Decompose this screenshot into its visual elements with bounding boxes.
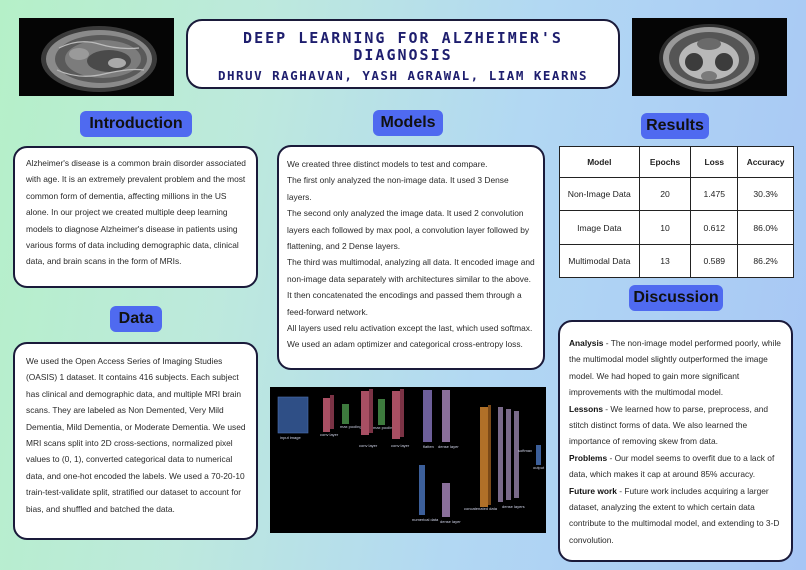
introduction-text: Alzheimer's disease is a common brain di… [26, 158, 246, 267]
table-cell: Image Data [559, 210, 640, 245]
results-col-loss: Loss [690, 145, 739, 179]
table-row: Image Data 10 0.612 86.0% [559, 210, 794, 245]
diagram-label-pool-1: max pooling [340, 424, 362, 429]
poster-title: DEEP LEARNING FOR ALZHEIMER'S DIAGNOSIS [243, 29, 563, 64]
results-table: Model Epochs Loss Accuracy Non-Image Dat… [559, 145, 794, 279]
table-cell: Non-Image Data [559, 177, 640, 212]
diagram-label-concat: concatenated data [464, 506, 498, 511]
table-cell: Multimodal Data [559, 243, 640, 279]
diagram-input-image-block [277, 396, 309, 434]
models-paragraph-4: The third was multimodal, analyzing all … [287, 257, 535, 317]
diagram-label-dense-image: dense layer [438, 444, 459, 449]
table-row: Multimodal Data 13 0.589 86.2% [559, 243, 794, 279]
diagram-label-conv-3: conv layer [391, 443, 410, 448]
discussion-future-work: Future work - Future work includes acqui… [569, 483, 782, 549]
diagram-label-dense-numeric: dense layer [440, 519, 461, 524]
table-cell: 86.0% [737, 210, 794, 245]
table-cell: 0.589 [690, 243, 739, 279]
discussion-text-lessons: - We learned how to parse, preprocess, a… [569, 403, 769, 447]
diagram-output-block [536, 445, 541, 465]
diagram-label-pool-2: max pooling [373, 425, 395, 430]
diagram-conv-block-2 [361, 391, 369, 435]
diagram-label-numerical: numerical data [412, 517, 439, 522]
table-cell: 1.475 [690, 177, 739, 212]
diagram-dense-block-image [442, 390, 450, 442]
diagram-label-flatten: flatten [423, 444, 434, 449]
discussion-label-future-work: Future work [569, 485, 617, 496]
discussion-text-future-work: - Future work includes acquiring a large… [569, 485, 780, 545]
table-cell: 0.612 [690, 210, 739, 245]
mri-scan-left [19, 18, 174, 96]
discussion-lessons: Lessons - We learned how to parse, prepr… [569, 401, 782, 450]
diagram-label-dense-layers: dense layers [502, 504, 525, 509]
results-heading: Results [641, 113, 709, 139]
data-box: We used the Open Access Series of Imagin… [13, 342, 258, 540]
diagram-flatten-block [423, 390, 432, 442]
title-banner: DEEP LEARNING FOR ALZHEIMER'S DIAGNOSIS … [186, 19, 620, 89]
table-row: Non-Image Data 20 1.475 30.3% [559, 177, 794, 212]
discussion-label-lessons: Lessons [569, 403, 603, 414]
discussion-heading: Discussion [629, 285, 723, 311]
diagram-dense-block-numeric [442, 483, 450, 517]
data-text: We used the Open Access Series of Imagin… [26, 356, 246, 514]
table-cell: 30.3% [737, 177, 794, 212]
diagram-conv-block-1 [323, 398, 330, 432]
poster-authors: DHRUV RAGHAVAN, YASH AGRAWAL, LIAM KEARN… [217, 68, 589, 83]
table-cell: 13 [638, 243, 692, 279]
introduction-box: Alzheimer's disease is a common brain di… [13, 146, 258, 288]
diagram-label-input-image: input image [280, 435, 301, 440]
results-col-epochs: Epochs [638, 145, 692, 179]
mri-brain-image-left [19, 18, 174, 96]
diagram-conv-block-3 [392, 391, 400, 439]
mri-scan-right [632, 18, 787, 96]
diagram-numerical-block [419, 465, 425, 515]
diagram-dense-layers-block-2 [506, 409, 511, 500]
models-box: We created three distinct models to test… [277, 145, 545, 370]
diagram-dense-layers-block-1 [498, 407, 503, 502]
diagram-pool-block-2 [378, 399, 385, 425]
models-paragraph-1: We created three distinct models to test… [287, 159, 488, 169]
discussion-text-problems: - Our model seems to overfit due to a la… [569, 452, 775, 480]
results-header-row: Model Epochs Loss Accuracy [559, 145, 794, 179]
architecture-diagram: input image conv layer max pooling conv … [270, 387, 546, 533]
models-heading: Models [373, 110, 443, 136]
results-col-accuracy: Accuracy [737, 145, 794, 179]
discussion-label-problems: Problems [569, 452, 608, 463]
data-heading: Data [110, 306, 162, 332]
discussion-box: Analysis - The non-image model performed… [558, 320, 793, 562]
discussion-label-analysis: Analysis [569, 338, 604, 348]
diagram-concat-block [480, 407, 488, 507]
discussion-analysis: Analysis - The non-image model performed… [569, 335, 782, 401]
results-col-model: Model [559, 145, 640, 179]
table-cell: 86.2% [737, 243, 794, 279]
models-paragraph-2: The first only analyzed the non-image da… [287, 175, 509, 202]
discussion-problems: Problems - Our model seems to overfit du… [569, 450, 782, 483]
mri-brain-image-right [632, 18, 787, 96]
diagram-dense-layers-block-3 [514, 411, 519, 498]
introduction-heading: Introduction [80, 111, 192, 137]
diagram-label-conv-1: conv layer [320, 432, 339, 437]
discussion-text-analysis: - The non-image model performed poorly, … [569, 338, 781, 398]
diagram-pool-block-1 [342, 404, 349, 424]
diagram-label-output: output [533, 465, 545, 470]
models-paragraph-3: The second only analyzed the image data.… [287, 208, 530, 252]
table-cell: 10 [638, 210, 692, 245]
architecture-diagram-svg: input image conv layer max pooling conv … [270, 387, 546, 533]
models-paragraph-5: All layers used relu activation except t… [287, 323, 533, 350]
diagram-label-conv-2: conv layer [359, 443, 378, 448]
diagram-label-softmax: softmax [518, 448, 532, 453]
table-cell: 20 [638, 177, 692, 212]
